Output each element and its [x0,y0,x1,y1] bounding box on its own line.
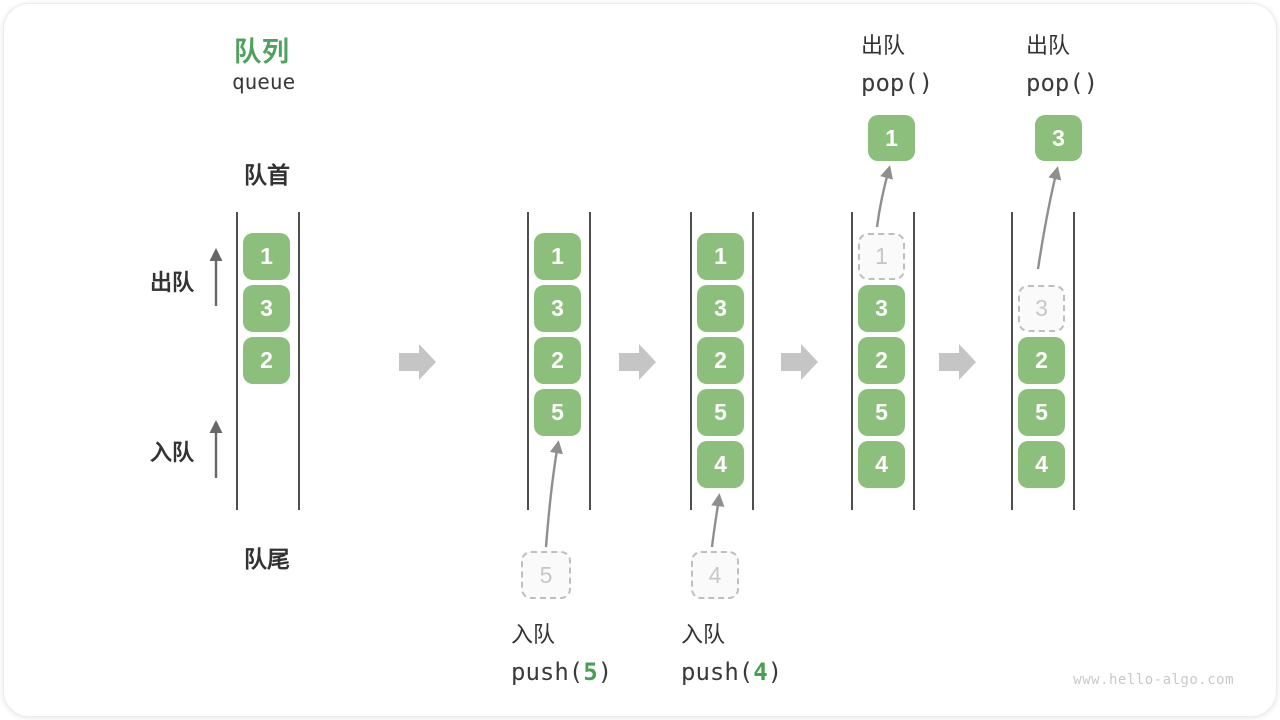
enqueue-arg: 4 [753,658,768,686]
queue-box: 5 [534,389,581,436]
queue-channel-line [527,212,529,510]
popped-box: 3 [1035,115,1082,161]
queue-ghost-slot: 3 [1018,285,1065,332]
queue-channel-line [1011,212,1013,510]
queue-box: 5 [858,389,905,436]
dequeue-op-cn: 出队 [861,33,906,58]
enqueue-op-label: 入队 push(4) [681,617,782,686]
queue-box: 2 [243,337,290,384]
queue-box: 4 [1018,441,1065,488]
queue-box: 3 [534,285,581,332]
dequeue-op-label: 出队 pop() [861,28,933,97]
queue-channel-line [298,212,300,510]
enqueue-arg: 5 [583,658,598,686]
queue-front-label: 队首 [244,162,290,188]
queue-box: 1 [534,233,581,280]
queue-box: 2 [858,337,905,384]
queue-box: 3 [858,285,905,332]
dequeue-op-code: pop() [861,69,934,97]
queue-channel-line [913,212,915,510]
figure-title: 队列 [234,37,290,67]
enqueue-op-cn: 入队 [681,622,726,647]
figure-card [3,3,1277,717]
queue-channel-line [690,212,692,510]
queue-box: 2 [1018,337,1065,384]
enqueue-op-label: 入队 push(5) [511,617,612,686]
enqueue-op-cn: 入队 [511,622,556,647]
queue-channel-line [851,212,853,510]
queue-box: 3 [243,285,290,332]
queue-box: 3 [697,285,744,332]
dequeue-op-cn: 出队 [1026,33,1071,58]
dequeue-side-label: 出队 [150,270,195,295]
figure-subtitle: queue [232,70,296,94]
enqueue-side-label: 入队 [150,440,195,465]
queue-rear-label: 队尾 [244,546,290,572]
dequeue-op-code: pop() [1026,69,1099,97]
queue-box: 4 [858,441,905,488]
popped-box: 1 [868,115,915,161]
dequeue-op-label: 出队 pop() [1026,28,1098,97]
enqueue-op-code: push(5) [511,658,613,686]
queue-channel-line [236,212,238,510]
enqueue-op-code: push(4) [681,658,783,686]
queue-box: 4 [697,441,744,488]
queue-box: 2 [534,337,581,384]
queue-ghost-slot: 1 [858,233,905,280]
queue-box: 1 [243,233,290,280]
queue-box: 2 [697,337,744,384]
watermark: www.hello-algo.com [1073,672,1234,688]
queue-box: 5 [697,389,744,436]
enqueue-ghost-box: 5 [521,551,571,599]
queue-box: 5 [1018,389,1065,436]
enqueue-ghost-box: 4 [691,551,739,599]
queue-channel-line [1073,212,1075,510]
queue-channel-line [589,212,591,510]
queue-channel-line [752,212,754,510]
queue-box: 1 [697,233,744,280]
